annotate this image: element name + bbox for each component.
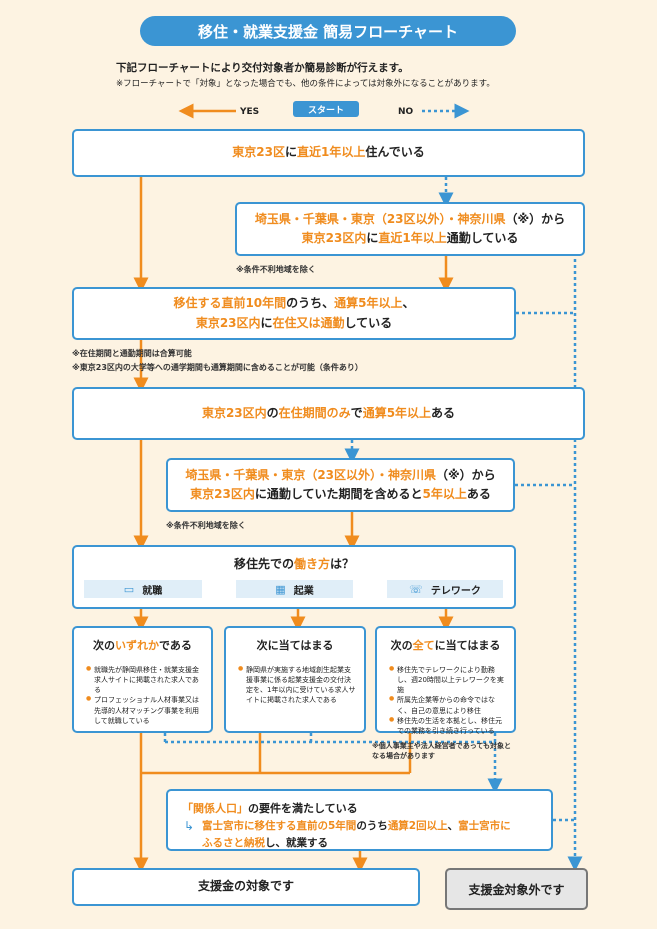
cond3-t1: 次の	[390, 639, 413, 652]
kankei-h: ふるさと納税	[202, 836, 265, 849]
q5-l2d: ある	[466, 487, 491, 501]
q4-e: 通算5年以上	[362, 405, 432, 420]
cond1-t1: 次の	[93, 639, 116, 652]
result-eligible: 支援金の対象です	[72, 868, 420, 906]
cond3-t3: に当てはまる	[434, 639, 501, 652]
q2-l1a: 埼玉県・千葉県・東京（23区以外）・神奈川県	[254, 211, 506, 226]
cond3-item: 所属先企業等からの命令ではなく、自己の意思により移住	[389, 695, 506, 715]
q1-b: に	[284, 145, 297, 160]
tag-employment: ▭ 就職	[84, 580, 202, 598]
cond1-t3: である	[159, 639, 192, 652]
q5-note: ※条件不利地域を除く	[166, 521, 246, 530]
q3-note-a: ※在住期間と通勤期間は合算可能	[72, 349, 192, 358]
cond-telework-box: 次の全てに当てはまる 移住先でテレワークにより勤務し、週20時間以上テレワークを…	[375, 626, 516, 736]
q2-l2d: 通勤している	[446, 231, 519, 245]
q2-note: ※条件不利地域を除く	[236, 265, 316, 274]
q5-l2c: 5年以上	[422, 487, 467, 501]
cond1-item: 就職先が静岡県移住・就業支援金求人サイトに掲載された求人である	[86, 665, 203, 695]
q1-d: 住んでいる	[365, 145, 425, 160]
cond3-item: 移住先でテレワークにより勤務し、週20時間以上テレワークを実施	[389, 665, 506, 695]
work-a: 移住先での	[233, 557, 294, 571]
page-title: 移住・就業支援金 簡易フローチャート	[140, 16, 516, 46]
q1-a: 東京23区	[232, 145, 285, 160]
q4-f: ある	[431, 405, 456, 420]
kankei-g: 富士宮市に	[458, 820, 511, 832]
q3-l2a: 東京23区内	[195, 315, 261, 330]
q4-d: で	[350, 405, 363, 420]
kankei-a: 「関係人口」	[182, 802, 248, 815]
q3-l2b: に	[260, 315, 273, 330]
kankei-e: 通算2回以上	[387, 820, 448, 832]
q3-l2d: している	[344, 315, 393, 330]
sub-arrow-icon: ↳	[184, 819, 195, 833]
cond2-t1: 次に当てはまる	[256, 639, 334, 652]
tag-telework: ☏ テレワーク	[387, 580, 503, 598]
cond2-item: 静岡県が実施する地域創生起業支援事業に係る起業支援金の交付決定を、1年以内に受け…	[238, 665, 356, 706]
cond1-item: プロフェッショナル人材事業又は先導的人材マッチング事業を利用して就職している	[86, 695, 203, 725]
cond3-note: ※個人事業主や法人経営者であっても対象となる場合があります	[372, 742, 512, 760]
q5-l1a: 埼玉県・千葉県・東京（23区以外）・神奈川県	[185, 467, 437, 482]
q3-l1d: 、	[402, 296, 415, 311]
q1-c: 直近1年以上	[296, 145, 366, 160]
kankei-d: のうち	[356, 820, 388, 832]
kankei-c: 富士宮市に移住する直前の5年間	[202, 820, 357, 832]
telework-icon: ☏	[409, 582, 423, 596]
tag-startup-label: 起業	[293, 585, 314, 597]
q5-l2b: に通勤していた期間を含めると	[254, 487, 423, 501]
q2-l2c: 直近1年以上	[378, 231, 447, 245]
kankei-f: 、	[447, 820, 459, 832]
intro-note: ※フローチャートで「対象」となった場合でも、他の条件によっては対象外になることが…	[116, 79, 495, 89]
q3-l1b: のうち、	[286, 296, 335, 311]
q4-b: の	[266, 405, 279, 420]
q5-box: 埼玉県・千葉県・東京（23区以外）・神奈川県（※）から 東京23区内に通勤してい…	[166, 458, 515, 512]
q3-l1a: 移住する直前10年間	[173, 296, 287, 311]
kankei-box: 「関係人口」の要件を満たしている ↳ 富士宮市に移住する直前の5年間のうち通算2…	[166, 789, 553, 851]
kankei-i: し、就業する	[265, 836, 328, 849]
cond-startup-box: 次に当てはまる 静岡県が実施する地域創生起業支援事業に係る起業支援金の交付決定を…	[224, 626, 366, 733]
tag-startup: ▦ 起業	[236, 580, 353, 598]
legend-yes: YES	[240, 107, 260, 117]
work-c: は？	[330, 557, 355, 571]
q3-box: 移住する直前10年間のうち、通算5年以上、 東京23区内に在住又は通勤している	[72, 287, 516, 340]
legend-start: スタート	[293, 101, 359, 117]
cond-employment-box: 次のいずれかである 就職先が静岡県移住・就業支援金求人サイトに掲載された求人であ…	[72, 626, 213, 733]
cond1-t2: いずれか	[115, 639, 160, 652]
cond3-item: 移住先の生活を本拠とし、移住元での業務を引き続き行っている	[389, 716, 506, 736]
legend-no: NO	[398, 107, 414, 117]
cond3-t2: 全て	[412, 639, 435, 652]
work-b: 働き方	[293, 557, 330, 571]
result-ineligible: 支援金対象外です	[445, 868, 588, 910]
q2-l2a: 東京23区内	[301, 231, 367, 245]
q2-l1b: （※）から	[505, 211, 566, 226]
briefcase-icon: ▭	[123, 582, 135, 596]
q1-box: 東京23区に直近1年以上住んでいる	[72, 129, 585, 177]
q5-l2a: 東京23区内	[190, 487, 255, 501]
q4-box: 東京23区内の在住期間のみで通算5年以上ある	[72, 387, 585, 440]
q2-box: 埼玉県・千葉県・東京（23区以外）・神奈川県（※）から 東京23区内に直近1年以…	[235, 202, 585, 256]
tag-telework-label: テレワーク	[430, 585, 481, 597]
q4-c: 在住期間のみ	[278, 405, 351, 420]
work-style-box: 移住先での働き方は？	[72, 545, 516, 609]
tag-employment-label: 就職	[142, 585, 163, 597]
q5-l1b: （※）から	[436, 467, 496, 482]
kankei-b: の要件を満たしている	[248, 802, 358, 815]
q2-l2b: に	[366, 231, 379, 245]
q3-note-b: ※東京23区内の大学等への通学期間も通算期間に含めることが可能（条件あり）	[72, 363, 363, 372]
q3-l2c: 在住又は通勤	[272, 315, 345, 330]
building-icon: ▦	[275, 582, 286, 596]
q4-a: 東京23区内	[201, 405, 267, 420]
intro-text: 下記フローチャートにより交付対象者か簡易診断が行えます。	[116, 62, 409, 74]
q3-l1c: 通算5年以上	[334, 296, 403, 311]
